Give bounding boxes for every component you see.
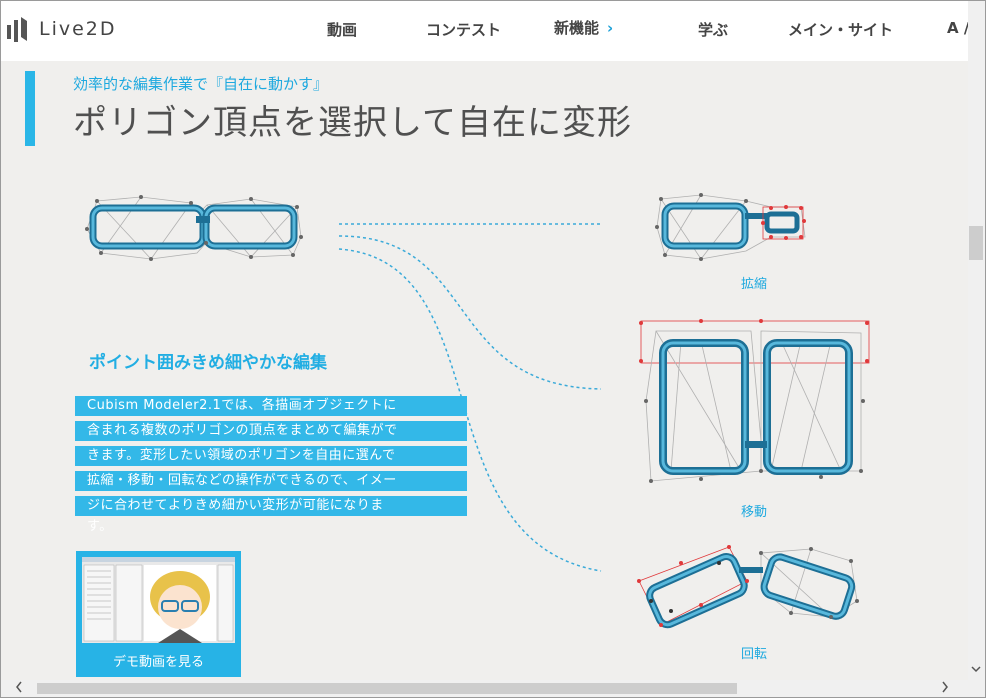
glasses-moved [639,319,870,483]
vertical-scrollbar[interactable] [968,1,985,680]
chevron-right-icon: › [607,19,614,37]
chevron-down-icon[interactable] [971,665,981,676]
site-header: Live2D 動画 コンテスト 新機能 › 学ぶ メイン・サイト A / [1,1,969,61]
horizontal-scrollbar[interactable] [1,680,969,697]
glasses-original [85,195,303,261]
horizontal-scroll-thumb[interactable] [37,683,737,694]
nav-item-contest[interactable]: コンテスト [426,21,502,39]
description-line: 拡縮・移動・回転などの操作ができるので、イメー [75,471,467,491]
live2d-logo[interactable]: Live2D [7,15,117,43]
main-nav: 動画 コンテスト 新機能 › 学ぶ メイン・サイト A / [1,19,969,43]
scrollbar-corner [968,680,985,697]
nav-item-language[interactable]: A / [947,19,970,37]
chevron-right-icon[interactable] [941,681,949,696]
live2d-logo-icon [7,15,29,43]
caption-move: 移動 [741,505,768,520]
feature-heading: ポイント囲みきめ細やかな編集 [89,353,327,373]
demo-video-thumbnail [82,557,235,643]
glasses-illustration [85,193,870,629]
chevron-left-icon[interactable] [15,681,23,696]
connector-line-move [338,235,602,390]
caption-scale: 拡縮 [741,277,768,292]
description-line: ジに合わせてよりきめ細かい変形が可能になりま [75,496,467,516]
nav-item-new-features[interactable]: 新機能 › [554,17,613,38]
feature-description: Cubism Modeler2.1では、各描画オブジェクトに 含まれる複数のポリ… [75,396,467,542]
section-title: ポリゴン頂点を選択して自在に変形 [73,103,632,143]
description-line: 含まれる複数のポリゴンの頂点をまとめて編集がで [75,421,467,441]
glasses-scaled [655,193,806,261]
caption-rotate: 回転 [741,647,768,662]
section-subtitle: 効率的な編集作業で『自在に動かす』 [73,75,329,93]
nav-item-main-site[interactable]: メイン・サイト [788,21,894,39]
glasses-rotated [637,545,859,629]
demo-video-button[interactable]: デモ動画を見る [76,551,241,677]
nav-item-new-features-label: 新機能 [554,19,600,37]
title-accent-bar [25,71,35,146]
logo-text: Live2D [39,18,117,40]
nav-item-videos[interactable]: 動画 [327,21,358,39]
description-line: Cubism Modeler2.1では、各描画オブジェクトに [75,396,467,416]
vertical-scroll-thumb[interactable] [969,226,983,260]
description-line: す。 [87,519,113,534]
nav-item-learn[interactable]: 学ぶ [698,21,729,39]
description-line: きます。変形したい領域のポリゴンを自由に選んで [75,446,467,466]
demo-video-label: デモ動画を見る [112,655,204,670]
